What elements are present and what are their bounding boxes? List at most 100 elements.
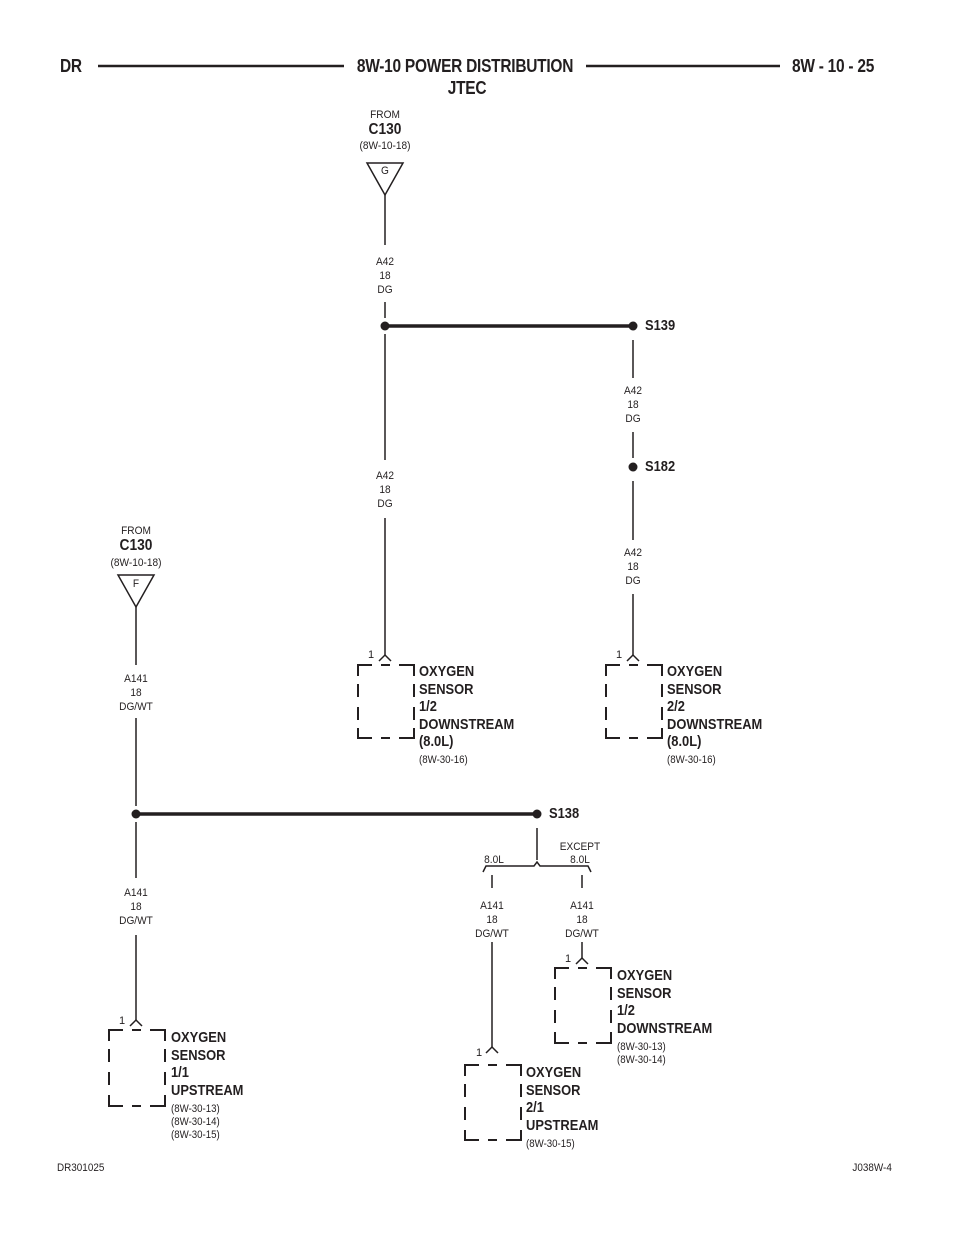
wire-w6-circuit: A141 <box>124 887 148 899</box>
source-g-ref: (8W-10-18) <box>359 140 411 152</box>
sensor-3-line-1: OXYGEN <box>617 967 673 984</box>
wire-w2-circuit: A42 <box>375 470 395 482</box>
option-8l: 8.0L <box>484 854 504 866</box>
sensor-3-ref: (8W-30-13) (8W-30-14) <box>617 1041 666 1067</box>
sensor-3-pin: 1 <box>565 953 572 965</box>
sensor-5-pin: 1 <box>476 1047 483 1059</box>
sensor-2-pin: 1 <box>616 649 623 661</box>
wire-w3-color: DG <box>625 413 641 425</box>
splice-dot-s138 <box>532 809 542 819</box>
wire-w1-circuit: A42 <box>375 256 395 268</box>
wire-w8-gauge: 18 <box>576 914 588 926</box>
sensor-5-ref-1: (8W-30-15) <box>526 1138 575 1150</box>
source-g-pin: G <box>381 165 389 177</box>
sensor-1-line-5: (8.0L) <box>419 733 454 750</box>
option-split-bracket <box>482 860 592 873</box>
splice-s138-label: S138 <box>549 805 580 822</box>
sensor-3-ref-1: (8W-30-13) <box>617 1041 666 1053</box>
sensor-box-4-outline <box>108 1018 166 1107</box>
sensor-1-pin: 1 <box>368 649 375 661</box>
sensor-3-line-3: 1/2 <box>617 1002 635 1019</box>
header-left: DR <box>60 56 82 76</box>
sensor-3-label: OXYGEN SENSOR 1/2 DOWNSTREAM <box>617 967 712 1037</box>
sensor-1-line-4: DOWNSTREAM <box>419 715 515 733</box>
wire-w4-circuit: A42 <box>623 547 643 559</box>
sensor-4-ref-2: (8W-30-14) <box>171 1116 220 1128</box>
page-number: 8W - 10 - 25 <box>792 56 875 76</box>
source-f-ref: (8W-10-18) <box>110 557 162 569</box>
splice-dot-s139-left <box>380 321 390 331</box>
page-title: 8W-10 POWER DISTRIBUTION <box>356 56 574 76</box>
splice-s182-label: S182 <box>645 458 676 475</box>
wire-w1-color: DG <box>377 284 393 296</box>
sensor-box-2-outline <box>605 653 663 739</box>
splice-s139-label: S139 <box>645 317 676 334</box>
sensor-5-line-3: 2/1 <box>526 1099 544 1116</box>
connector-g-triangle <box>365 162 405 197</box>
page-subtitle: JTEC <box>447 78 487 98</box>
sensor-2-line-4: DOWNSTREAM <box>667 715 763 733</box>
sensor-2-label: OXYGEN SENSOR 2/2 DOWNSTREAM (8.0L) <box>667 663 762 751</box>
wire-w2-color: DG <box>377 498 393 510</box>
sensor-1-line-1: OXYGEN <box>419 663 475 680</box>
sensor-5-ref: (8W-30-15) <box>526 1138 575 1151</box>
wire-w6-color: DG/WT <box>119 915 153 927</box>
sensor-5-label: OXYGEN SENSOR 2/1 UPSTREAM <box>526 1064 598 1134</box>
splice-dot-s182 <box>628 462 638 472</box>
sensor-4-ref-1: (8W-30-13) <box>171 1103 220 1115</box>
wire-w8-circuit: A141 <box>570 900 594 912</box>
footer-left: DR301025 <box>57 1162 105 1174</box>
sensor-3-line-4: DOWNSTREAM <box>617 1019 713 1037</box>
sensor-2-line-2: SENSOR <box>667 680 722 698</box>
sensor-1-label: OXYGEN SENSOR 1/2 DOWNSTREAM (8.0L) <box>419 663 514 751</box>
sensor-1-ref-1: (8W-30-16) <box>419 754 468 766</box>
sensor-3-line-2: SENSOR <box>617 984 672 1002</box>
sensor-1-ref: (8W-30-16) <box>419 754 468 767</box>
sensor-4-line-1: OXYGEN <box>171 1029 227 1046</box>
sensor-box-1-outline <box>357 653 415 739</box>
sensor-5-line-2: SENSOR <box>526 1081 581 1099</box>
wire-w3-gauge: 18 <box>627 399 639 411</box>
sensor-2-line-5: (8.0L) <box>667 733 702 750</box>
wire-w4-gauge: 18 <box>627 561 639 573</box>
sensor-2-line-1: OXYGEN <box>667 663 723 680</box>
sensor-1-line-3: 1/2 <box>419 698 437 715</box>
sensor-2-ref: (8W-30-16) <box>667 754 716 767</box>
sensor-box-3-outline <box>554 956 612 1044</box>
sensor-5-line-1: OXYGEN <box>526 1064 582 1081</box>
wire-w3-circuit: A42 <box>623 385 643 397</box>
source-f-connector: C130 <box>119 537 153 554</box>
sensor-2-ref-1: (8W-30-16) <box>667 754 716 766</box>
wire-w5-circuit: A141 <box>124 673 148 685</box>
wire-w8-color: DG/WT <box>565 928 599 940</box>
wire-w5-gauge: 18 <box>130 687 142 699</box>
sensor-4-line-2: SENSOR <box>171 1046 226 1064</box>
wire-w4-color: DG <box>625 575 641 587</box>
sensor-4-line-3: 1/1 <box>171 1064 189 1081</box>
sensor-box-5-outline <box>464 1045 522 1141</box>
wire-w7-circuit: A141 <box>480 900 504 912</box>
sensor-4-ref: (8W-30-13) (8W-30-14) (8W-30-15) <box>171 1103 220 1142</box>
sensor-3-ref-2: (8W-30-14) <box>617 1054 666 1066</box>
wire-w5-color: DG/WT <box>119 701 153 713</box>
option-except-line2: 8.0L <box>570 854 590 866</box>
sensor-1-line-2: SENSOR <box>419 680 474 698</box>
sensor-4-label: OXYGEN SENSOR 1/1 UPSTREAM <box>171 1029 243 1099</box>
splice-dot-s139 <box>628 321 638 331</box>
sensor-2-line-3: 2/2 <box>667 698 685 715</box>
wire-w7-color: DG/WT <box>475 928 509 940</box>
sensor-4-pin: 1 <box>119 1015 126 1027</box>
wire-w1-gauge: 18 <box>379 270 391 282</box>
source-g-from: FROM <box>370 109 400 121</box>
wire-w2-gauge: 18 <box>379 484 391 496</box>
splice-dot-s138-left <box>131 809 141 819</box>
source-g-connector: C130 <box>368 121 402 138</box>
source-f-pin: F <box>132 578 140 590</box>
sensor-4-line-4: UPSTREAM <box>171 1081 244 1099</box>
sensor-5-line-4: UPSTREAM <box>526 1116 599 1134</box>
option-except-line1: EXCEPT <box>559 841 601 853</box>
wire-w7-gauge: 18 <box>486 914 498 926</box>
sensor-4-ref-3: (8W-30-15) <box>171 1129 220 1141</box>
source-f-from: FROM <box>121 525 151 537</box>
